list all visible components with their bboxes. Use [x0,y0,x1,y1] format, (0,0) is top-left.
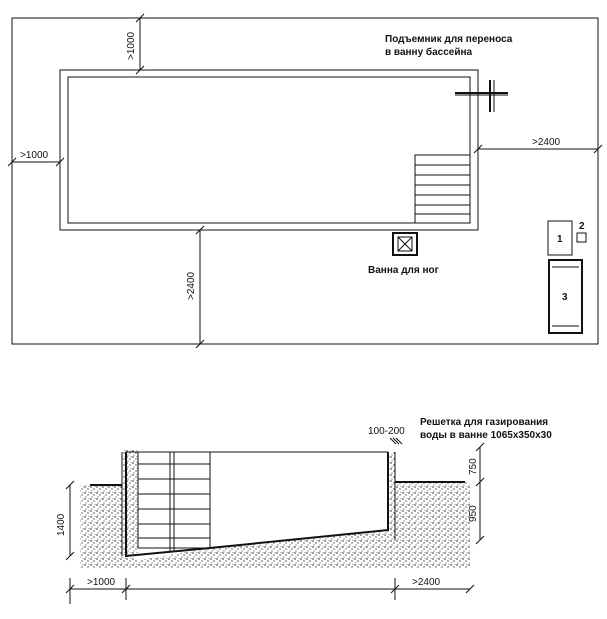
dim-bottom: >2400 [186,225,205,349]
section-view: 100-200 1400 750 950 >1000 [56,417,552,604]
foot-bath [392,232,418,256]
dim-right: >2400 [473,137,603,154]
grate-marker [389,437,403,445]
foot-bath-label: Ванна для ног [368,265,439,276]
lift-symbol [455,80,508,112]
grate-label-line2: воды в ванне 1065х350х30 [420,430,552,441]
ground-right [140,452,470,568]
dim-left-label: >1000 [20,150,49,161]
pool-inner-outline [67,76,471,224]
equipment-3: 3 [548,259,583,334]
plan-view: >1000 >1000 >2400 >2400 1 [7,13,603,349]
pool-stairs [414,154,471,224]
equipment-1-label: 1 [557,234,563,245]
equipment-3-label: 3 [562,292,568,303]
dim-950-label: 950 [468,505,479,522]
dim-left: >1000 [7,150,65,167]
dim-section-bottom: >1000 >2400 [65,577,475,604]
equipment-1: 1 [547,220,573,256]
dim-right-vertical: 750 950 [468,442,485,545]
dim-section-left-label: >1000 [87,577,116,588]
dim-750-label: 750 [468,458,479,475]
wall-left [122,450,138,555]
section-stairs [137,451,211,552]
grate-label-line1: Решетка для газирования [420,417,548,428]
dim-top-label: >1000 [126,31,137,60]
ground-left [80,485,140,568]
lift-label-line1: Подъемник для переноса [385,34,513,45]
dim-depth: 1400 [56,480,75,561]
equipment-2: 2 [576,221,587,243]
equipment-2-label: 2 [579,221,585,232]
dim-top: >1000 [126,13,145,75]
dim-right-label: >2400 [532,137,561,148]
lift-label-line2: в ванну бассейна [385,46,473,58]
plan-border [11,17,599,345]
dim-section-right-label: >2400 [412,577,441,588]
dim-bottom-label: >2400 [186,271,197,300]
dim-depth-label: 1400 [56,513,67,536]
pool-outline [59,69,479,231]
dim-grate-label: 100-200 [368,426,405,437]
